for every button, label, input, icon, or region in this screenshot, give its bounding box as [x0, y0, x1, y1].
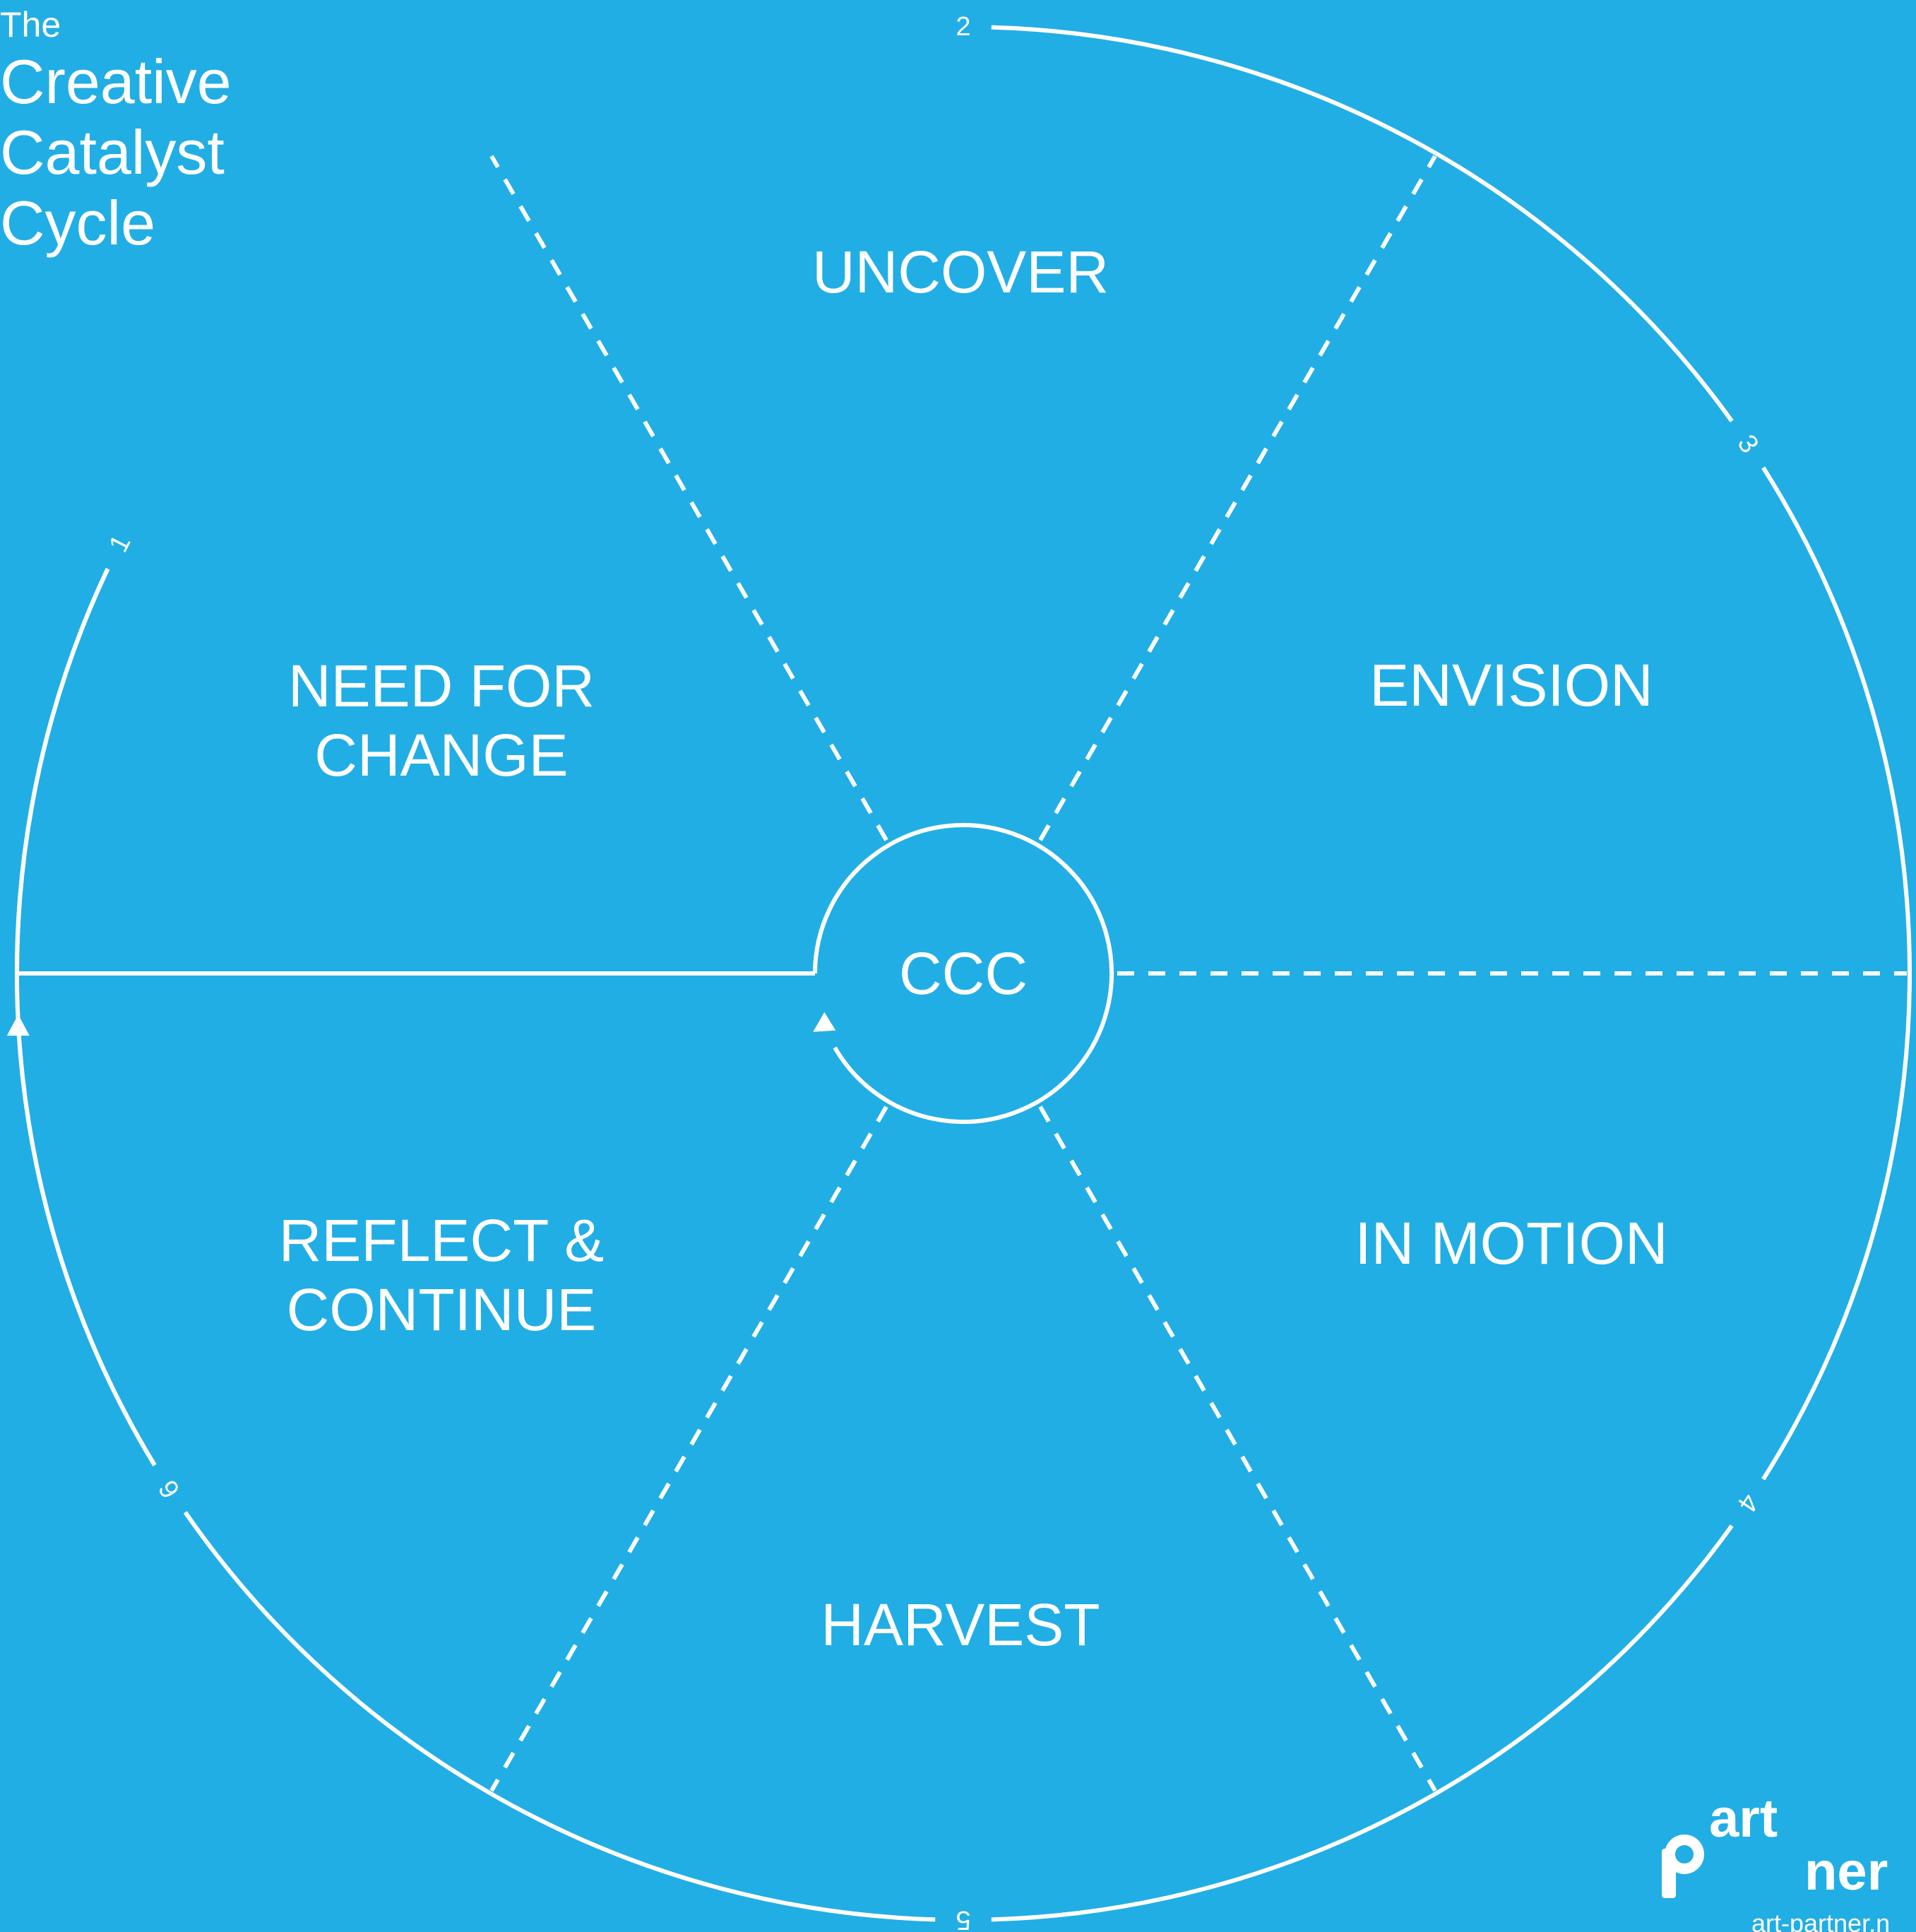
logo-p-hole	[1675, 1845, 1694, 1863]
dashed-divider-5	[489, 1106, 888, 1792]
inner-cycle-circle	[813, 823, 1114, 1125]
logo-art-text: art	[1709, 1789, 1778, 1849]
diagram-title: The Creative Catalyst Cycle	[0, 0, 232, 263]
phase-label-line: UNCOVER	[812, 239, 1109, 305]
logo-ner-text: ner	[1804, 1842, 1888, 1902]
title-line-creative: Creative	[0, 47, 232, 117]
outer-cycle-arc-4	[183, 1511, 936, 1922]
outer-cycle-arc-3	[991, 1524, 1734, 1922]
phase-number-4: 4	[1732, 1488, 1765, 1517]
dashed-divider-2	[1038, 155, 1437, 841]
partner-logo: artner art-partner.n	[1662, 1789, 1890, 1932]
phase-label-line: CONTINUE	[287, 1276, 597, 1343]
phase-label-2: UNCOVER	[812, 239, 1109, 305]
phase-label-6: REFLECT &CONTINUE	[279, 1207, 605, 1343]
title-line-cycle: Cycle	[0, 188, 156, 258]
phase-label-line: NEED FOR	[288, 653, 595, 719]
logo-url-text: art-partner.n	[1751, 1909, 1890, 1932]
outer-cycle-arc-1	[991, 25, 1734, 422]
phase-label-line: IN MOTION	[1355, 1210, 1667, 1276]
outer-cycle-arc-start	[15, 568, 110, 974]
phase-number-5: 5	[956, 1905, 970, 1932]
center-label: CCC	[899, 940, 1028, 1007]
outer-cycle-arrowhead	[6, 1014, 30, 1036]
dashed-divider-1	[489, 155, 888, 841]
outer-cycle-arc-2	[1761, 466, 1912, 1481]
title-line-catalyst: Catalyst	[0, 117, 225, 187]
phase-number-3: 3	[1732, 429, 1765, 458]
phase-number-2: 2	[956, 12, 970, 42]
phase-label-line: REFLECT &	[279, 1207, 605, 1274]
outer-cycle-return-arc	[18, 1047, 157, 1466]
title-prefix: The	[0, 5, 61, 45]
phase-label-4: IN MOTION	[1355, 1210, 1667, 1276]
phase-label-3: ENVISION	[1369, 652, 1653, 718]
phase-label-5: HARVEST	[821, 1592, 1100, 1658]
phase-number-6: 6	[153, 1474, 186, 1503]
phase-label-line: CHANGE	[314, 722, 568, 788]
phase-number-1: 1	[104, 531, 137, 557]
phase-label-line: HARVEST	[821, 1592, 1100, 1658]
inner-cycle-arrowhead	[813, 1012, 836, 1032]
phase-label-line: ENVISION	[1369, 652, 1653, 718]
dashed-divider-4	[1038, 1106, 1437, 1792]
